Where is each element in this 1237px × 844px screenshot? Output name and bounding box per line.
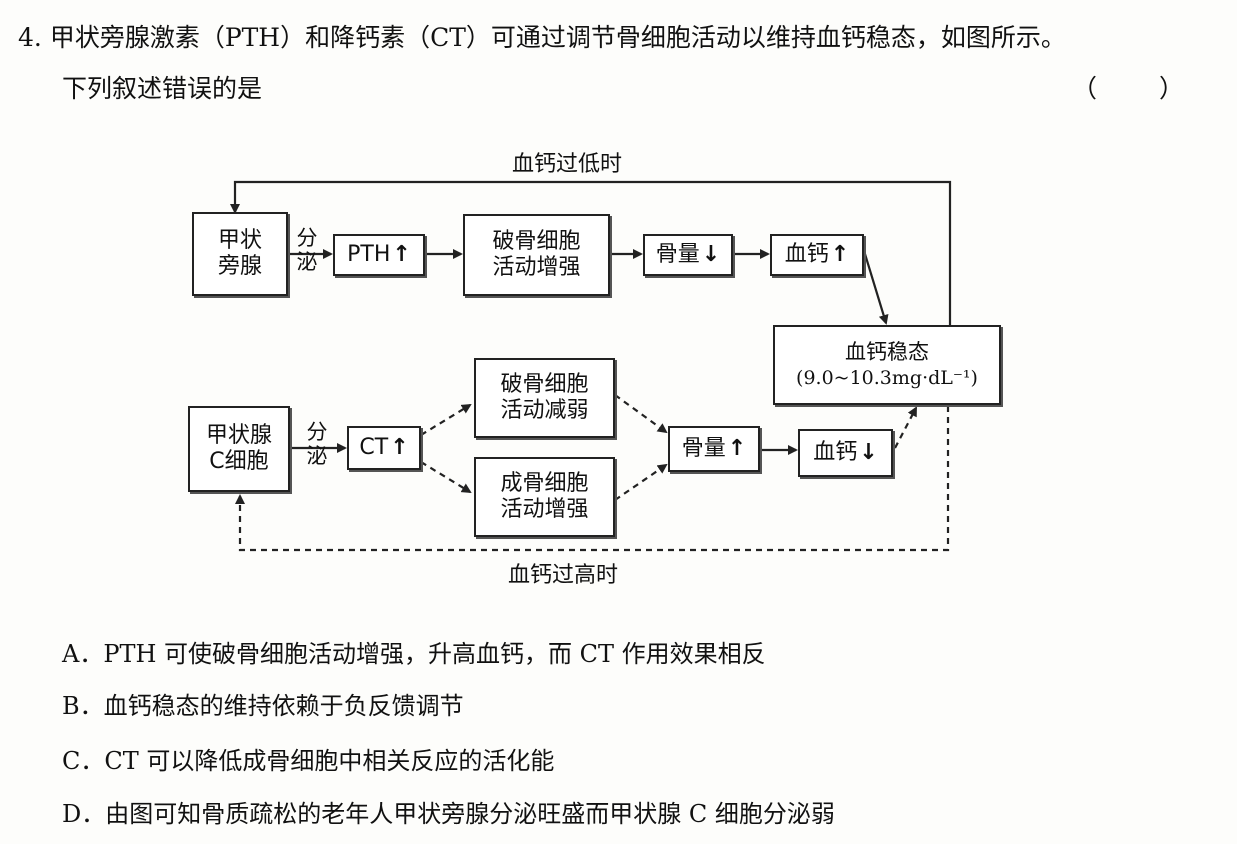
box-osteoclast-weakened: 破骨细胞活动减弱 bbox=[474, 358, 615, 438]
box-osteoclast-enhanced: 破骨细胞活动增强 bbox=[463, 214, 610, 296]
loop-label-low-calcium: 血钙过低时 bbox=[512, 152, 623, 177]
question-stem: 4. 甲状旁腺激素（PTH）和降钙素（CT）可通过调节骨细胞活动以维持血钙稳态，… bbox=[18, 22, 1066, 54]
up-arrow-icon: ↑ bbox=[390, 435, 409, 460]
option-d[interactable]: D．由图可知骨质疏松的老年人甲状旁腺分泌旺盛而甲状腺 C 细胞分泌弱 bbox=[62, 800, 835, 828]
up-arrow-icon: ↑ bbox=[392, 242, 411, 267]
loop-high-calcium-line bbox=[235, 406, 950, 552]
answer-bracket: （） bbox=[1072, 74, 1185, 103]
box-pth-increase: PTH↑ bbox=[333, 234, 425, 276]
label-secrete-top: 分泌 bbox=[296, 226, 318, 274]
up-arrow-icon: ↑ bbox=[830, 242, 850, 267]
box-bone-mass-increase: 骨量↑ bbox=[668, 426, 760, 472]
box-parathyroid-gland: 甲状旁腺 bbox=[192, 212, 288, 296]
question-number: 4. bbox=[18, 23, 42, 52]
down-arrow-icon: ↓ bbox=[859, 440, 878, 465]
box-calcium-homeostasis: 血钙稳态(9.0~10.3mg·dL⁻¹) bbox=[773, 325, 1001, 405]
box-osteoblast-enhanced: 成骨细胞活动增强 bbox=[474, 457, 615, 537]
box-ct-increase: CT↑ bbox=[347, 426, 421, 470]
question-text-line2: 下列叙述错误的是 bbox=[62, 74, 263, 103]
box-blood-calcium-increase: 血钙↑ bbox=[770, 234, 864, 276]
up-arrow-icon: ↑ bbox=[727, 436, 747, 461]
loop-label-high-calcium: 血钙过高时 bbox=[508, 563, 619, 588]
down-arrow-icon: ↓ bbox=[701, 242, 721, 267]
option-b[interactable]: B．血钙稳态的维持依赖于负反馈调节 bbox=[62, 692, 464, 720]
box-bone-mass-decrease: 骨量↓ bbox=[643, 234, 733, 276]
option-a[interactable]: A．PTH 可使破骨细胞活动增强，升高血钙，而 CT 作用效果相反 bbox=[62, 640, 766, 668]
label-secrete-bottom: 分泌 bbox=[306, 420, 328, 468]
option-c[interactable]: C．CT 可以降低成骨细胞中相关反应的活化能 bbox=[62, 747, 555, 775]
loop-low-calcium-line bbox=[230, 180, 952, 325]
question-text-line1: 甲状旁腺激素（PTH）和降钙素（CT）可通过调节骨细胞活动以维持血钙稳态，如图所… bbox=[49, 23, 1066, 52]
box-blood-calcium-decrease: 血钙↓ bbox=[798, 429, 893, 477]
